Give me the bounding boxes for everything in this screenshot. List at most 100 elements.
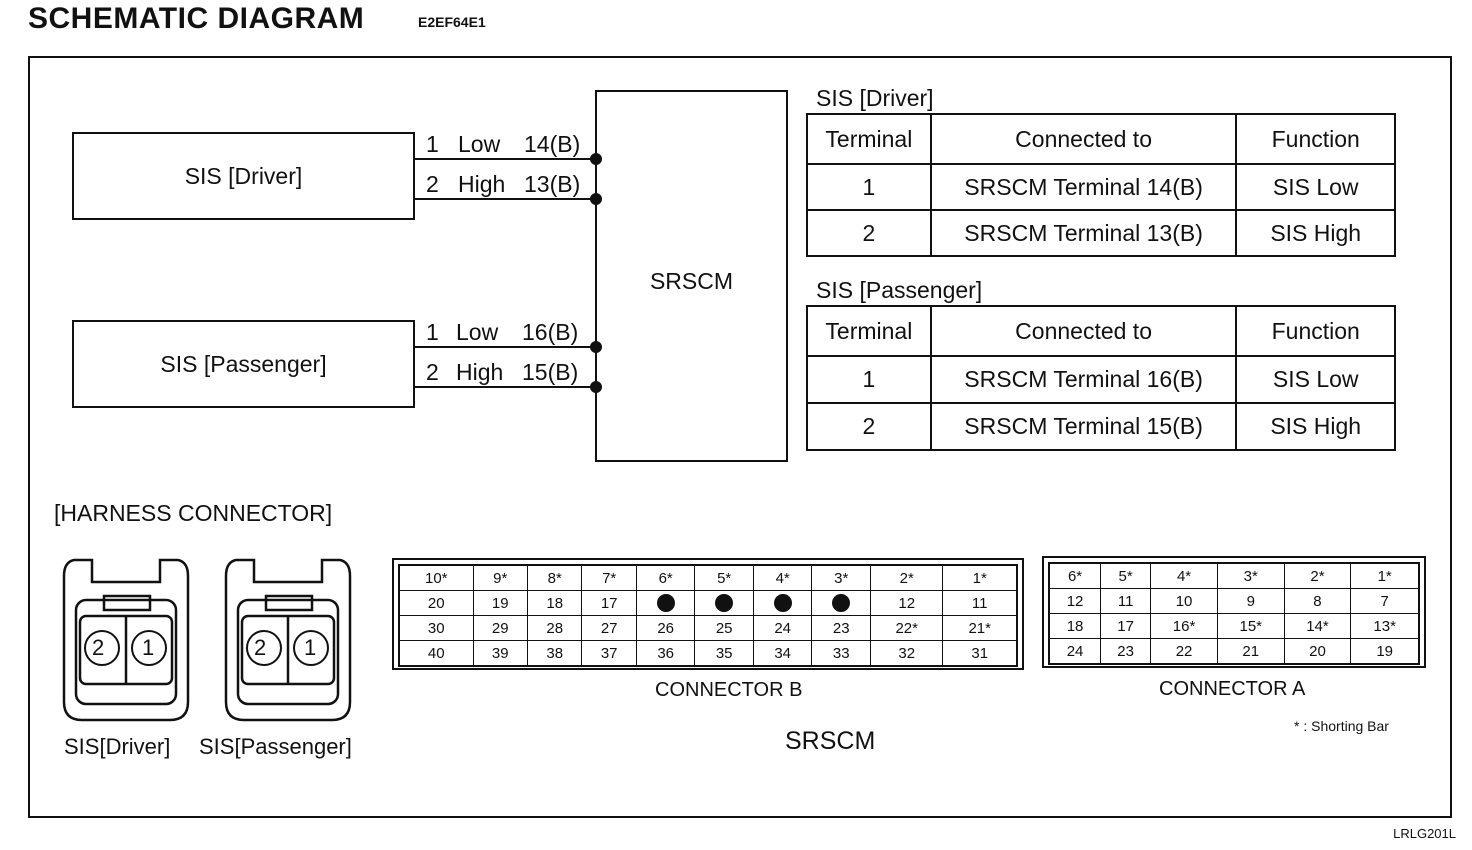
pin-cell-occupied bbox=[635, 590, 696, 616]
pin-cell: 14* bbox=[1283, 613, 1352, 639]
occupied-pin-dot bbox=[832, 594, 851, 613]
pin-cell: 16* bbox=[1150, 613, 1218, 639]
wire-label-terminal: 13(B) bbox=[524, 171, 581, 197]
pin-cell: 6* bbox=[635, 564, 696, 591]
harness-heading: [HARNESS CONNECTOR] bbox=[54, 500, 333, 526]
pin-cell: 17 bbox=[581, 590, 637, 616]
pin-cell: 2* bbox=[869, 564, 944, 591]
pin-cell-occupied bbox=[811, 590, 871, 616]
wire-label-level: High bbox=[456, 359, 504, 385]
srscm-connector-label: SRSCM bbox=[785, 727, 876, 755]
pin-cell: 32 bbox=[869, 640, 944, 667]
pin-cell: 20 bbox=[398, 590, 474, 616]
pin-cell: 24 bbox=[1048, 638, 1102, 665]
table-cell: SRSCM Terminal 14(B) bbox=[929, 163, 1238, 211]
pin-cell: 4* bbox=[752, 564, 813, 591]
page-title: SCHEMATIC DIAGRAM bbox=[28, 2, 365, 35]
pin-cell: 34 bbox=[752, 640, 813, 667]
pin-cell: 6* bbox=[1048, 562, 1102, 589]
table-header: Connected to bbox=[929, 113, 1238, 165]
pin-cell: 13* bbox=[1350, 613, 1420, 639]
pin-cell: 11 bbox=[1100, 588, 1152, 614]
pin-cell: 36 bbox=[635, 640, 696, 667]
pin-cell: 22* bbox=[869, 615, 944, 641]
table-cell: SIS High bbox=[1235, 402, 1396, 451]
pin-cell: 3* bbox=[1216, 562, 1285, 589]
pin-cell: 30 bbox=[398, 615, 474, 641]
wire-label-terminal: 14(B) bbox=[524, 131, 581, 157]
pin-cell: 12 bbox=[869, 590, 944, 616]
pin-cell: 18 bbox=[1048, 613, 1102, 639]
table-cell: SRSCM Terminal 15(B) bbox=[929, 402, 1238, 451]
pin-cell: 24 bbox=[752, 615, 813, 641]
pin-cell-occupied bbox=[694, 590, 754, 616]
wire-label-pin: 2 bbox=[426, 359, 439, 385]
table-cell: 2 bbox=[806, 402, 932, 451]
pin-cell: 8* bbox=[526, 564, 583, 591]
table-cell: 1 bbox=[806, 163, 932, 211]
pin-cell: 4* bbox=[1150, 562, 1218, 589]
plug-pin-circle bbox=[293, 630, 329, 666]
pin-cell: 37 bbox=[581, 640, 637, 667]
srscm-box: SRSCM bbox=[595, 90, 788, 462]
pin-cell: 39 bbox=[472, 640, 528, 667]
table-header: Connected to bbox=[929, 305, 1238, 357]
pin-cell: 40 bbox=[398, 640, 474, 667]
pin-cell: 9* bbox=[472, 564, 528, 591]
connector-a-label: CONNECTOR A bbox=[1159, 678, 1306, 700]
wire-label-terminal: 16(B) bbox=[522, 319, 579, 345]
plug-pin-label: 1 bbox=[142, 635, 155, 660]
pin-cell: 26 bbox=[635, 615, 696, 641]
pin-cell-occupied bbox=[752, 590, 813, 616]
diagram-frame bbox=[28, 56, 1452, 818]
pin-cell: 7* bbox=[581, 564, 637, 591]
pin-cell: 11 bbox=[942, 590, 1018, 616]
pin-cell: 3* bbox=[811, 564, 871, 591]
table-cell: SRSCM Terminal 16(B) bbox=[929, 355, 1238, 404]
pin-cell: 1* bbox=[1350, 562, 1420, 589]
table-cell: 2 bbox=[806, 209, 932, 257]
pin-cell: 38 bbox=[526, 640, 583, 667]
wire-label-level: High bbox=[458, 171, 506, 197]
pin-cell: 19 bbox=[1350, 638, 1420, 665]
table-header: Terminal bbox=[806, 305, 932, 357]
pin-cell: 12 bbox=[1048, 588, 1102, 614]
plug-pin-circle bbox=[131, 630, 167, 666]
sis-driver-box: SIS [Driver] bbox=[72, 132, 415, 220]
sis-driver-plug bbox=[62, 558, 190, 722]
plug-pin-label: 1 bbox=[304, 635, 317, 660]
wire-label-level: Low bbox=[456, 319, 499, 345]
table-header: Terminal bbox=[806, 113, 932, 165]
wire-label-terminal: 15(B) bbox=[522, 359, 579, 385]
occupied-pin-dot bbox=[656, 594, 675, 613]
driver-table-caption: SIS [Driver] bbox=[816, 85, 934, 111]
pin-cell: 9 bbox=[1216, 588, 1285, 614]
table-cell: SRSCM Terminal 13(B) bbox=[929, 209, 1238, 257]
pin-cell: 21 bbox=[1216, 638, 1285, 665]
connector-b-label: CONNECTOR B bbox=[655, 679, 803, 701]
pin-cell: 17 bbox=[1100, 613, 1152, 639]
pin-cell: 19 bbox=[472, 590, 528, 616]
sis-passenger-plug-label: SIS[Passenger] bbox=[199, 734, 352, 759]
pin-cell: 23 bbox=[1100, 638, 1152, 665]
plug-pin-label: 2 bbox=[92, 635, 105, 660]
shorting-bar-note: * : Shorting Bar bbox=[1294, 718, 1389, 734]
sis-passenger-plug bbox=[224, 558, 352, 722]
pin-cell: 5* bbox=[1100, 562, 1152, 589]
plug-pin-circle bbox=[246, 630, 282, 666]
pin-cell: 28 bbox=[526, 615, 583, 641]
pin-cell: 29 bbox=[472, 615, 528, 641]
pin-cell: 7 bbox=[1350, 588, 1420, 614]
pin-cell: 25 bbox=[694, 615, 754, 641]
pin-cell: 10* bbox=[398, 564, 474, 591]
pin-cell: 18 bbox=[526, 590, 583, 616]
pin-cell: 21* bbox=[942, 615, 1018, 641]
passenger-table-caption: SIS [Passenger] bbox=[816, 277, 983, 303]
plug-pin-circle bbox=[84, 630, 120, 666]
wire-label-pin: 1 bbox=[426, 319, 439, 345]
wire-label-pin: 1 bbox=[426, 131, 439, 157]
table-cell: SIS Low bbox=[1235, 163, 1396, 211]
